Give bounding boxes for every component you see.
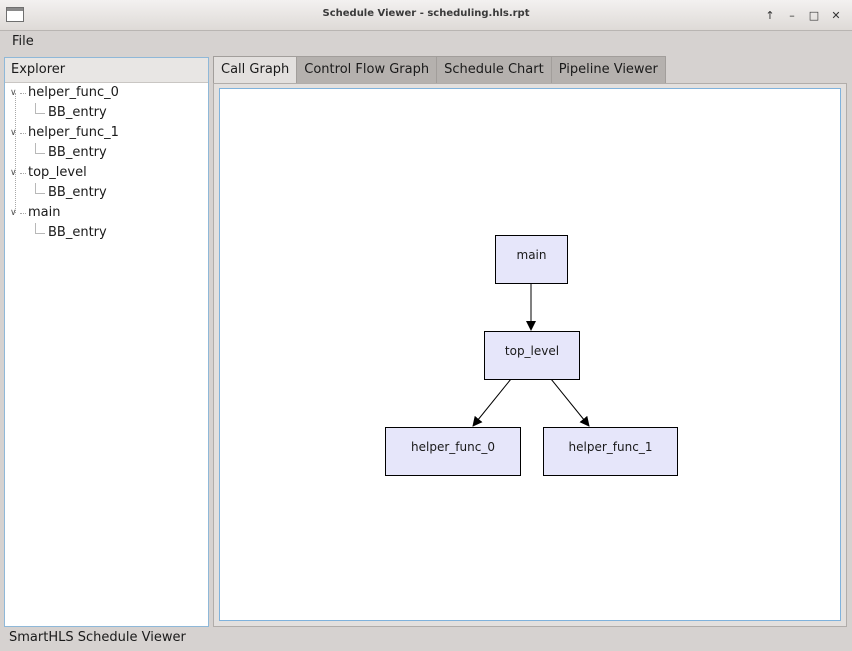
window-controls: ↑ – □ ✕ bbox=[762, 7, 844, 23]
tree-branch-line bbox=[35, 223, 45, 234]
tree-branch-line bbox=[20, 133, 26, 134]
call-graph-canvas[interactable]: main top_level helper_func_0 helper_func… bbox=[219, 88, 841, 621]
tree-branch-line bbox=[20, 213, 26, 214]
window-title: Schedule Viewer - scheduling.hls.rpt bbox=[322, 8, 530, 19]
tree-item-label: BB_entry bbox=[48, 105, 107, 120]
graph-node-helper-func-0[interactable]: helper_func_0 bbox=[385, 427, 521, 476]
tree-branch-line bbox=[20, 93, 26, 94]
explorer-panel: Explorer ∨ helper_func_0 BB_entry ∨ help… bbox=[4, 57, 209, 627]
tree-branch-line bbox=[35, 183, 45, 194]
tree-item-label: BB_entry bbox=[48, 225, 107, 240]
explorer-tree[interactable]: ∨ helper_func_0 BB_entry ∨ helper_func_1… bbox=[5, 83, 208, 243]
graph-node-top-level[interactable]: top_level bbox=[484, 331, 580, 380]
graph-node-helper-func-1[interactable]: helper_func_1 bbox=[543, 427, 678, 476]
tree-item-helper-func-1[interactable]: ∨ helper_func_1 bbox=[5, 123, 208, 143]
minimize-icon[interactable]: – bbox=[789, 8, 795, 22]
app-window-icon bbox=[6, 7, 24, 22]
tree-item-label: BB_entry bbox=[48, 145, 107, 160]
status-bar: SmartHLS Schedule Viewer bbox=[9, 630, 186, 645]
tree-branch-line bbox=[20, 173, 26, 174]
chevron-down-icon[interactable]: ∨ bbox=[10, 208, 17, 218]
graph-node-label: top_level bbox=[504, 344, 560, 358]
tree-item-label: helper_func_0 bbox=[28, 85, 119, 100]
tree-guide-line bbox=[15, 93, 16, 213]
edge-top-level-to-helper-func-0 bbox=[472, 378, 512, 427]
tree-item-label: top_level bbox=[28, 165, 87, 180]
tree-item-bb-entry[interactable]: BB_entry bbox=[5, 183, 208, 203]
graph-node-label: helper_func_0 bbox=[411, 440, 495, 454]
call-graph-edges bbox=[472, 283, 590, 427]
tree-branch-line bbox=[35, 143, 45, 154]
tab-pipeline-viewer[interactable]: Pipeline Viewer bbox=[551, 56, 666, 84]
graph-node-main[interactable]: main bbox=[495, 235, 568, 284]
tree-item-label: BB_entry bbox=[48, 185, 107, 200]
title-bar: Schedule Viewer - scheduling.hls.rpt ↑ –… bbox=[0, 0, 852, 31]
tree-item-bb-entry[interactable]: BB_entry bbox=[5, 143, 208, 163]
tree-item-bb-entry[interactable]: BB_entry bbox=[5, 223, 208, 243]
call-graph-panel: main top_level helper_func_0 helper_func… bbox=[213, 83, 847, 627]
tree-item-label: helper_func_1 bbox=[28, 125, 119, 140]
close-icon[interactable]: ✕ bbox=[831, 8, 841, 22]
tab-bar: Call Graph Control Flow Graph Schedule C… bbox=[213, 56, 666, 85]
tree-item-helper-func-0[interactable]: ∨ helper_func_0 bbox=[5, 83, 208, 103]
tree-item-bb-entry[interactable]: BB_entry bbox=[5, 103, 208, 123]
menu-file[interactable]: File bbox=[12, 34, 34, 49]
graph-node-label: helper_func_1 bbox=[568, 440, 653, 454]
maximize-icon[interactable]: □ bbox=[808, 8, 820, 22]
tree-branch-line bbox=[35, 103, 45, 114]
tree-item-top-level[interactable]: ∨ top_level bbox=[5, 163, 208, 183]
tab-call-graph[interactable]: Call Graph bbox=[213, 56, 298, 85]
edge-top-level-to-helper-func-1 bbox=[550, 378, 590, 427]
tab-schedule-chart[interactable]: Schedule Chart bbox=[437, 56, 552, 84]
chevron-down-icon[interactable]: ∨ bbox=[10, 88, 17, 98]
explorer-header: Explorer bbox=[5, 58, 208, 83]
tree-item-label: main bbox=[28, 205, 61, 220]
graph-node-label: main bbox=[516, 248, 547, 262]
chevron-down-icon[interactable]: ∨ bbox=[10, 168, 17, 178]
tree-item-main[interactable]: ∨ main bbox=[5, 203, 208, 223]
menu-bar: File bbox=[0, 31, 852, 53]
keep-above-icon[interactable]: ↑ bbox=[765, 8, 775, 22]
chevron-down-icon[interactable]: ∨ bbox=[10, 128, 17, 138]
tab-control-flow-graph[interactable]: Control Flow Graph bbox=[297, 56, 438, 84]
